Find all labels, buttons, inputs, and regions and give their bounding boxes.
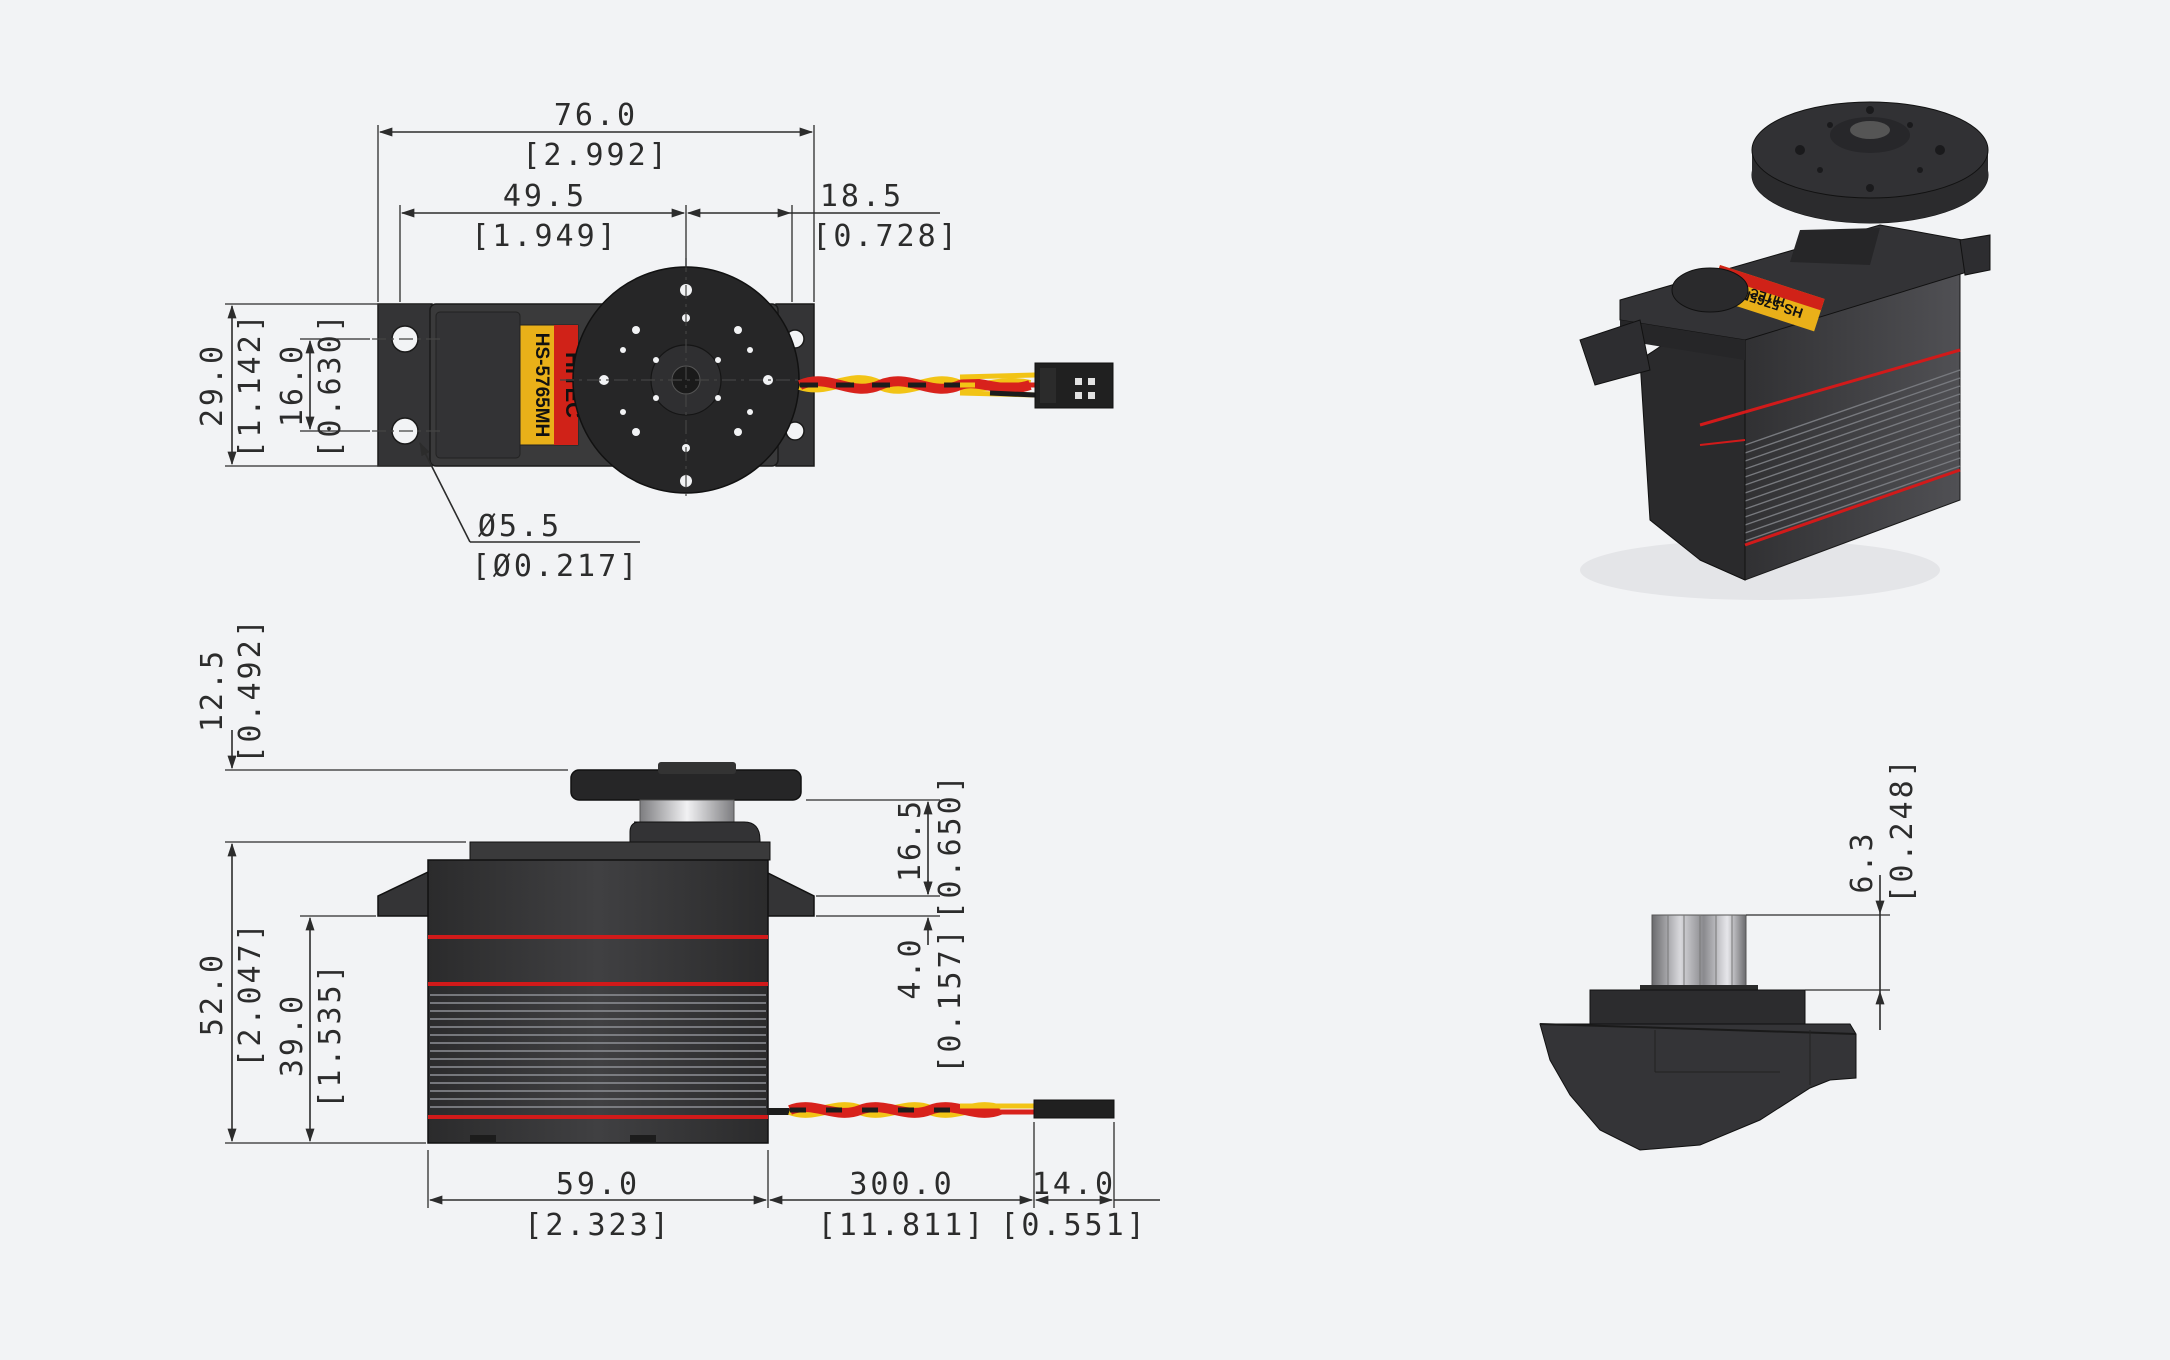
iso-fin-line bbox=[1744, 417, 1961, 494]
iso-fin-line bbox=[1744, 457, 1961, 534]
side-view-connector bbox=[1033, 1099, 1115, 1119]
dim-hole-diameter-mm: Ø5.5 bbox=[478, 509, 562, 544]
dim-mount-height-inch: [1.535] bbox=[313, 961, 348, 1108]
side-view-right-tab bbox=[765, 870, 815, 917]
iso-fin-line bbox=[1744, 433, 1961, 510]
red-stripe-middle bbox=[428, 982, 768, 986]
dim-mount-to-shaft-mm: 49.5 bbox=[503, 179, 587, 214]
iso-horn-hub-icon bbox=[1850, 121, 1890, 139]
side-view-cooling-fins bbox=[430, 994, 766, 1108]
dim-width-inch: [1.142] bbox=[233, 311, 268, 458]
top-view-connector bbox=[1034, 362, 1114, 409]
dim-hole-spacing-mm: 16.0 bbox=[275, 343, 310, 427]
dim-spline-height-mm: 6.3 bbox=[1845, 830, 1880, 893]
top-view-wire bbox=[798, 372, 1036, 398]
side-view-shaft bbox=[639, 799, 735, 823]
dim-connector-length-inch: [0.551] bbox=[1000, 1208, 1147, 1243]
iso-fin-line bbox=[1744, 441, 1961, 518]
iso-fin-line bbox=[1744, 425, 1961, 502]
side-view-horn bbox=[570, 769, 802, 801]
side-view-left-tab bbox=[377, 870, 431, 917]
dim-hole-diameter-inch: [Ø0.217] bbox=[472, 549, 641, 584]
dim-overall-height-mm: 52.0 bbox=[195, 952, 230, 1036]
dim-wire-length-inch: [11.811] bbox=[818, 1208, 987, 1243]
red-stripe-upper bbox=[428, 935, 768, 939]
dim-body-length-inch: [2.323] bbox=[524, 1208, 671, 1243]
dim-tab-thickness-mm: 4.0 bbox=[893, 936, 928, 999]
dim-shaft-to-end-inch: [0.728] bbox=[812, 219, 959, 254]
iso-fin-line bbox=[1744, 385, 1961, 462]
dim-overall-height-inch: [2.047] bbox=[233, 920, 268, 1067]
iso-cooling-fins bbox=[1744, 369, 1961, 542]
dim-wire-length-mm: 300.0 bbox=[849, 1167, 954, 1202]
top-view: HITEC HS-5765MH bbox=[195, 98, 1114, 584]
iso-view: HITEC HS-5765MH bbox=[1579, 101, 1991, 600]
dim-overall-length-mm: 76.0 bbox=[554, 98, 638, 133]
iso-fin-line bbox=[1744, 465, 1961, 542]
dim-connector-length-mm: 14.0 bbox=[1032, 1167, 1116, 1202]
iso-fin-line bbox=[1744, 377, 1961, 454]
dim-mount-to-shaft-inch: [1.949] bbox=[471, 219, 618, 254]
dim-top-to-tab-inch: [0.650] bbox=[933, 772, 968, 919]
dim-overall-length-inch: [2.992] bbox=[522, 138, 669, 173]
red-stripe-lower bbox=[428, 1115, 768, 1119]
dim-spline-height-inch: [0.248] bbox=[1885, 756, 1920, 903]
dim-horn-height-inch: [0.492] bbox=[233, 616, 268, 763]
iso-fin-line bbox=[1744, 369, 1961, 446]
dim-horn-height-mm: 12.5 bbox=[195, 648, 230, 732]
iso-fin-line bbox=[1744, 393, 1961, 470]
side-view-wire bbox=[768, 1102, 1034, 1118]
iso-fin-line bbox=[1744, 409, 1961, 486]
dim-top-to-tab-mm: 16.5 bbox=[893, 798, 928, 882]
detail-base bbox=[1539, 1023, 1857, 1151]
dim-mount-height-mm: 39.0 bbox=[275, 993, 310, 1077]
dim-shaft-to-end-mm: 18.5 bbox=[820, 179, 904, 214]
iso-fin-line bbox=[1744, 401, 1961, 478]
detail-view: 6.3 [0.248] bbox=[1539, 756, 1920, 1151]
iso-fin-line bbox=[1744, 449, 1961, 526]
dim-width-mm: 29.0 bbox=[195, 343, 230, 427]
iso-front-face bbox=[1639, 319, 1746, 581]
dim-hole-spacing-inch: [0.630] bbox=[313, 311, 348, 458]
dim-body-length-mm: 59.0 bbox=[556, 1167, 640, 1202]
side-view-body bbox=[427, 859, 769, 1144]
top-view-model-label: HS-5765MH bbox=[531, 333, 552, 438]
dim-tab-thickness-inch: [0.157] bbox=[933, 926, 968, 1073]
side-view: 12.5 [0.492] 52.0 [2.047] 39.0 [1.535] 1… bbox=[195, 616, 1160, 1243]
